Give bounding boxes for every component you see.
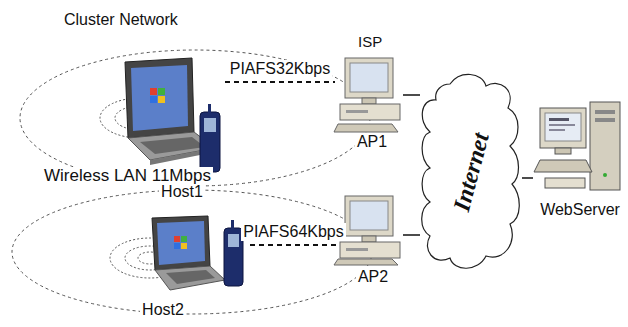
server-icon xyxy=(534,102,620,190)
computer-icon xyxy=(334,58,400,132)
access-point-node: AP1 xyxy=(335,55,403,152)
free-label: ISP xyxy=(356,33,384,51)
phone-icon xyxy=(200,104,220,172)
link-label: PIAFS32Kbps xyxy=(228,60,333,78)
dial-up-link xyxy=(225,81,335,83)
wireless-cell xyxy=(20,50,370,186)
free-label: Wireless LAN 11Mbps xyxy=(42,167,213,185)
node-label: AP1 xyxy=(355,133,389,151)
network-link xyxy=(522,177,533,179)
node-label: Host2 xyxy=(140,301,186,319)
free-label: Cluster Network xyxy=(62,11,180,29)
host-node: Host2 xyxy=(125,212,250,320)
link-label: PIAFS64Kbps xyxy=(241,223,346,241)
network-link xyxy=(403,94,420,96)
dial-up-link xyxy=(250,244,337,246)
node-label: WebServer xyxy=(538,201,622,219)
access-point-node: AP2 xyxy=(337,192,403,287)
node-label: AP2 xyxy=(356,268,390,286)
server-node: WebServer xyxy=(533,98,623,220)
laptop-icon xyxy=(152,216,225,290)
network-link xyxy=(403,234,420,236)
node-label: Host1 xyxy=(159,183,205,201)
internet-cloud: Internet xyxy=(420,72,522,272)
phone-icon xyxy=(224,220,243,286)
wireless-cell xyxy=(12,190,372,314)
